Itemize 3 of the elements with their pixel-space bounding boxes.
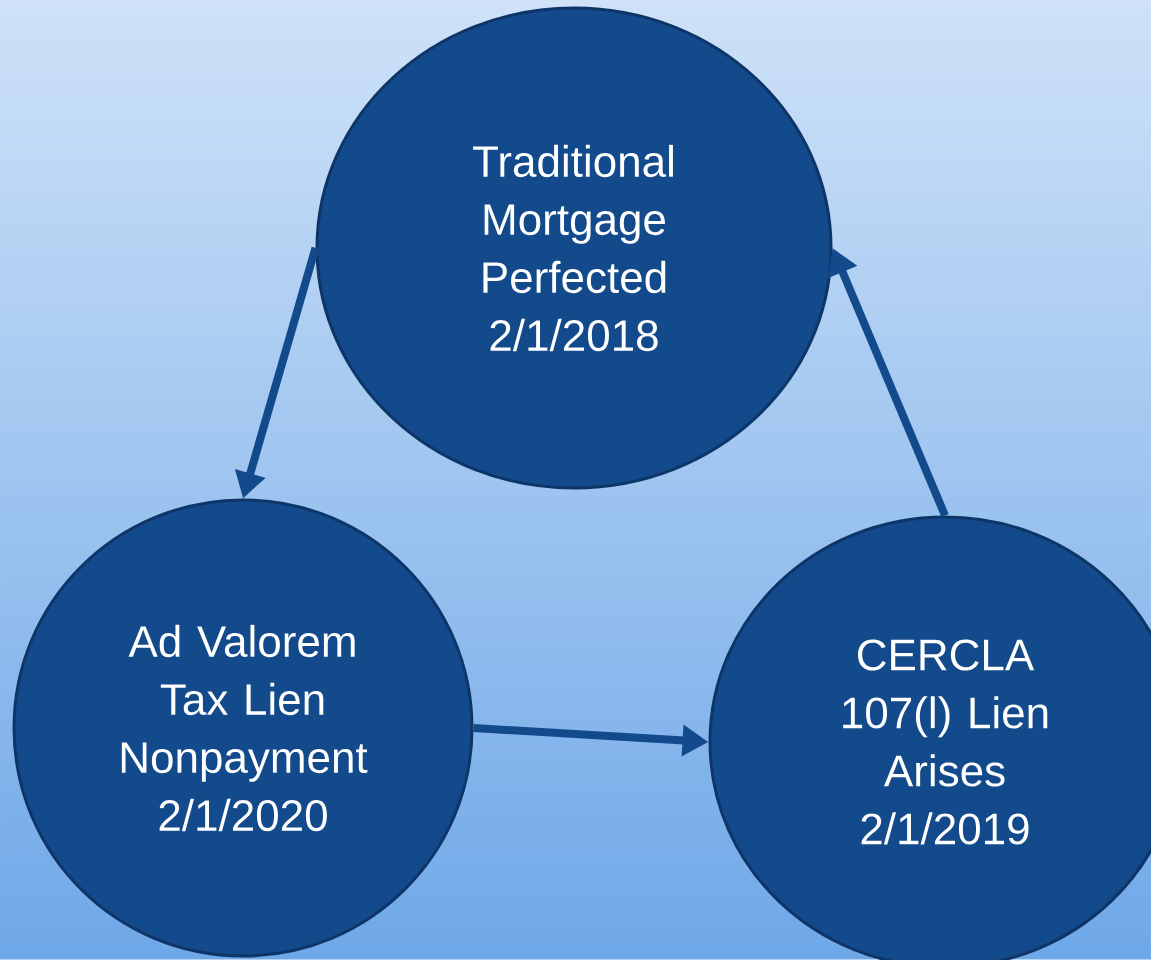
circle-node: CERCLA 107(l) Lien Arises 2/1/2019 [708, 515, 1151, 960]
circle-node: Ad Valorem Tax Lien Nonpayment 2/1/2020 [12, 498, 474, 958]
circle-node: Traditional Mortgage Perfected 2/1/2018 [315, 6, 833, 490]
